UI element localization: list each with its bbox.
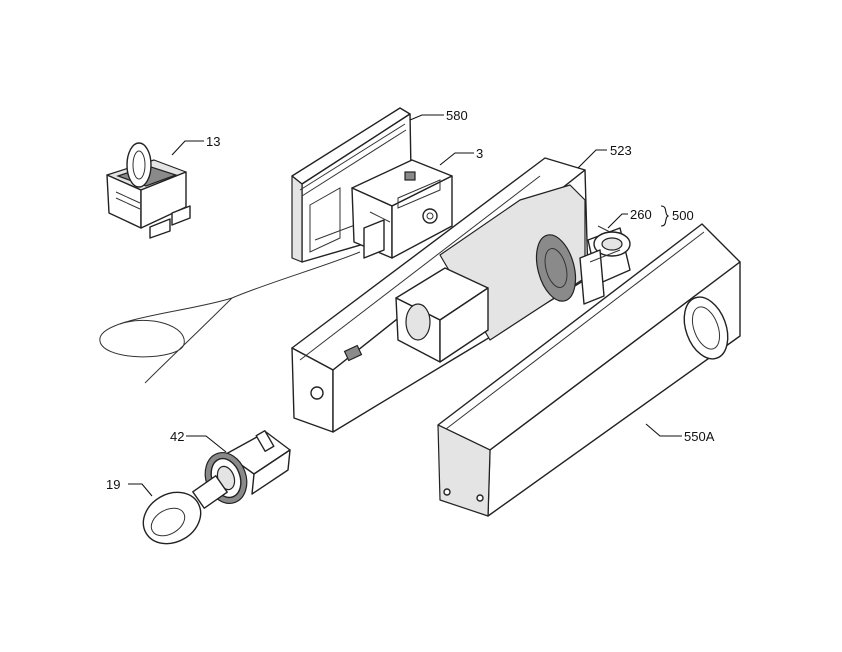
leader-260: [607, 213, 628, 229]
callout-580: 580: [446, 108, 468, 123]
callout-550A: 550A: [684, 429, 715, 444]
housing-part: [291, 157, 589, 433]
thermostat-part: [351, 159, 453, 259]
front-cover-part: [437, 223, 741, 517]
leader-550A: [645, 423, 682, 437]
switch-part: [106, 142, 191, 239]
callout-500: 500: [672, 208, 694, 223]
leader-3: [439, 152, 474, 166]
callout-523: 523: [610, 143, 632, 158]
bracket-500: [660, 205, 670, 227]
leader-19: [128, 483, 153, 497]
callout-42: 42: [170, 429, 184, 444]
leader-523: [577, 149, 607, 169]
callout-19: 19: [106, 477, 120, 492]
motor-part: [579, 225, 631, 305]
leader-13: [171, 140, 204, 156]
capillary-tube: [99, 251, 361, 384]
leader-580: [409, 114, 444, 121]
callout-13: 13: [206, 134, 220, 149]
callout-3: 3: [476, 146, 483, 161]
leader-42: [186, 435, 227, 453]
callout-260: 260: [630, 207, 652, 222]
lamp-part: [142, 475, 228, 545]
